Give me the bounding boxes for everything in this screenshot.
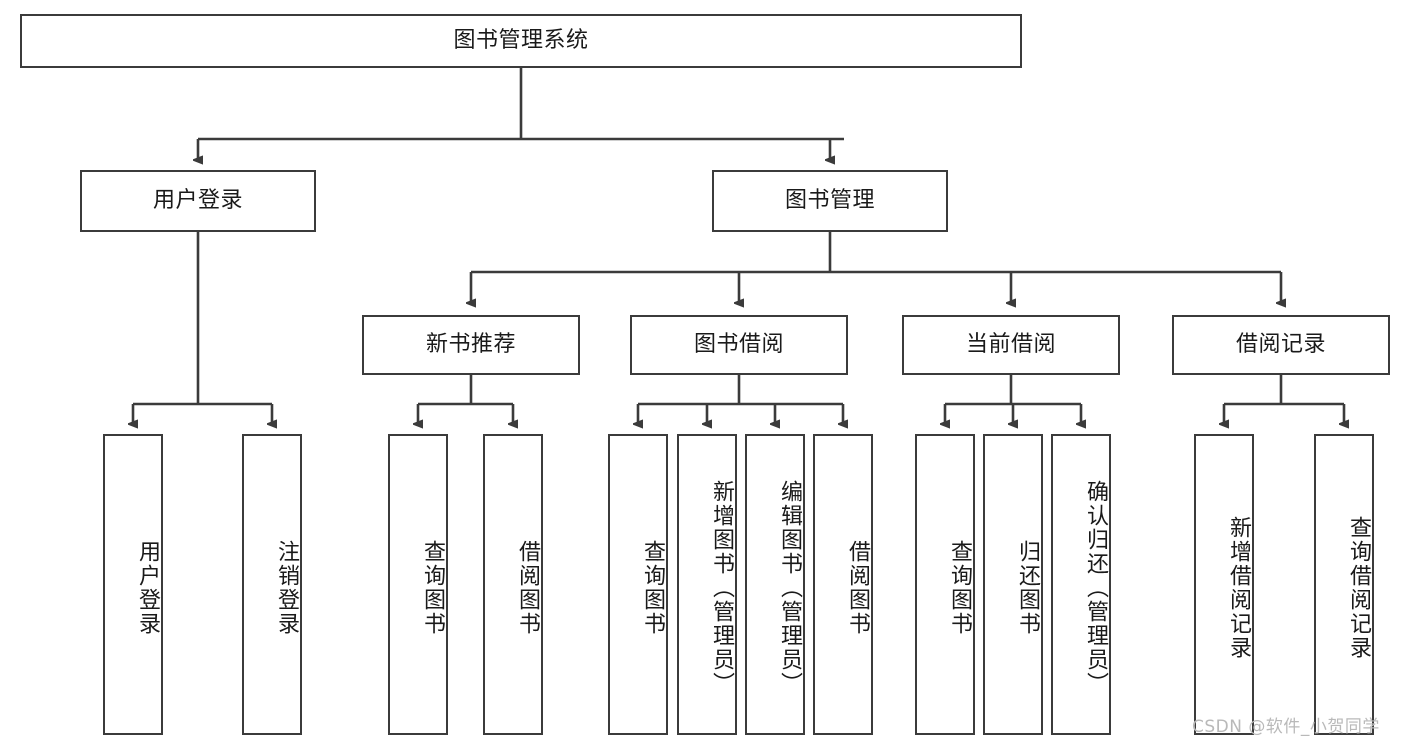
node-leaf-user-logout-label: 注销登录 bbox=[274, 539, 299, 636]
node-leaf-return-book-label: 归还图书 bbox=[1015, 539, 1040, 636]
node-root[interactable]: 图书管理系统 bbox=[20, 14, 1022, 68]
node-user-login-label: 用户登录 bbox=[152, 187, 243, 213]
node-current-borrow-label: 当前借阅 bbox=[965, 331, 1056, 357]
node-leaf-add-record-label: 新增借阅记录 bbox=[1226, 515, 1251, 660]
node-book-borrow-label: 图书借阅 bbox=[693, 331, 784, 357]
node-root-label: 图书管理系统 bbox=[453, 27, 589, 53]
node-leaf-borrow-book-rec-label: 借阅图书 bbox=[515, 539, 540, 636]
node-book-manage-label: 图书管理 bbox=[784, 187, 875, 213]
node-leaf-confirm-return[interactable]: 确认归还（管理员） bbox=[1051, 434, 1111, 735]
node-leaf-borrow-book-rec[interactable]: 借阅图书 bbox=[483, 434, 543, 735]
node-leaf-user-login[interactable]: 用户登录 bbox=[103, 434, 163, 735]
node-new-book-rec[interactable]: 新书推荐 bbox=[362, 315, 580, 375]
node-book-manage[interactable]: 图书管理 bbox=[712, 170, 948, 232]
node-leaf-query-book-cur[interactable]: 查询图书 bbox=[915, 434, 975, 735]
node-leaf-query-book-borrow-label: 查询图书 bbox=[640, 539, 665, 636]
node-leaf-add-book-label: 新增图书（管理员） bbox=[709, 479, 734, 696]
node-leaf-add-record[interactable]: 新增借阅记录 bbox=[1194, 434, 1254, 735]
node-current-borrow[interactable]: 当前借阅 bbox=[902, 315, 1120, 375]
node-leaf-query-book-borrow[interactable]: 查询图书 bbox=[608, 434, 668, 735]
node-new-book-rec-label: 新书推荐 bbox=[425, 331, 516, 357]
node-leaf-borrow-book[interactable]: 借阅图书 bbox=[813, 434, 873, 735]
node-borrow-record-label: 借阅记录 bbox=[1235, 331, 1326, 357]
node-leaf-return-book[interactable]: 归还图书 bbox=[983, 434, 1043, 735]
node-leaf-query-record-label: 查询借阅记录 bbox=[1346, 515, 1371, 660]
node-leaf-user-logout[interactable]: 注销登录 bbox=[242, 434, 302, 735]
node-leaf-edit-book-label: 编辑图书（管理员） bbox=[777, 479, 802, 696]
node-leaf-user-login-label: 用户登录 bbox=[135, 539, 160, 636]
csdn-watermark: CSDN @软件_小贺同学 bbox=[1192, 717, 1380, 737]
node-borrow-record[interactable]: 借阅记录 bbox=[1172, 315, 1390, 375]
node-leaf-confirm-return-label: 确认归还（管理员） bbox=[1083, 479, 1108, 696]
node-leaf-borrow-book-label: 借阅图书 bbox=[845, 539, 870, 636]
node-leaf-query-book-cur-label: 查询图书 bbox=[947, 539, 972, 636]
node-leaf-edit-book[interactable]: 编辑图书（管理员） bbox=[745, 434, 805, 735]
node-user-login[interactable]: 用户登录 bbox=[80, 170, 316, 232]
node-book-borrow[interactable]: 图书借阅 bbox=[630, 315, 848, 375]
node-leaf-query-book-rec[interactable]: 查询图书 bbox=[388, 434, 448, 735]
node-leaf-query-record[interactable]: 查询借阅记录 bbox=[1314, 434, 1374, 735]
node-leaf-query-book-rec-label: 查询图书 bbox=[420, 539, 445, 636]
node-leaf-add-book[interactable]: 新增图书（管理员） bbox=[677, 434, 737, 735]
